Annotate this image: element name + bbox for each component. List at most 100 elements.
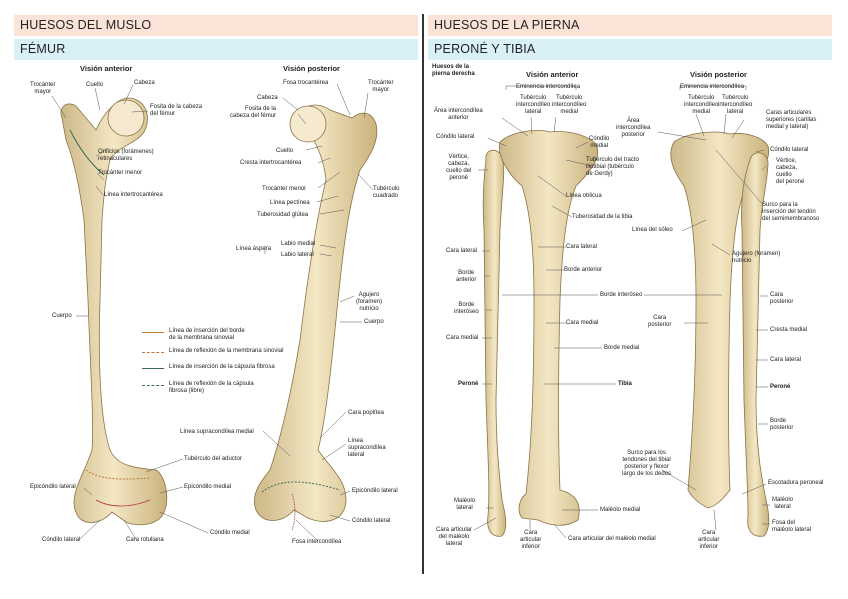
label-lateral-epicondyle-ant: Epicóndilo lateral [30, 484, 76, 490]
femur-posterior-view-title: Visión posterior [283, 64, 340, 73]
label-medial-malleolus-articular-facet: Cara articular del maléolo medial [568, 536, 656, 542]
legend-swatch [142, 352, 164, 353]
label-lateral-condyle-tibia-ant: Cóndilo lateral [436, 134, 475, 140]
label-lateral-lip: Labio lateral [281, 252, 314, 258]
label-inferior-articular-surface-post: Cara articular inferior [698, 530, 720, 550]
legend-item: Línea de reflexión de la membrana sinovi… [142, 348, 283, 376]
label-fibula-apex-head-neck-ant: Vértice, cabeza, cuello del peroné [446, 154, 472, 181]
label-pectineal-line: Línea pectínea [270, 200, 310, 206]
label-medial-malleolus: Maléolo medial [600, 507, 641, 513]
label-intertrochanteric-line: Línea intertrocantérea [104, 192, 163, 198]
legend-label: Línea de reflexión de la membrana sinovi… [169, 348, 284, 354]
label-posterior-intercondylar-area: Área intercondílea posterior [616, 118, 651, 138]
label-nutrient-foramen-femur: Agujero (foramen) nutricio [356, 292, 383, 312]
label-gluteal-tuberosity: Tuberosidad glútea [257, 212, 309, 218]
label-tendon-groove: Surco para los tendones del tibial poste… [622, 450, 672, 477]
label-fibular-notch: Escotadura peroneal [768, 480, 824, 486]
fibula-tibia-subheader: PERONÉ Y TIBIA [428, 39, 832, 60]
tibia-posterior-drawing [670, 131, 770, 509]
label-lateral-condyle-ant: Cóndilo lateral [42, 537, 81, 543]
leg-bones-header: HUESOS DE LA PIERNA [428, 15, 832, 36]
label-interosseous-border: Borde interóseo [600, 292, 643, 298]
label-neck-post: Cuello [276, 148, 294, 154]
label-lesser-trochanter-ant: Trocánter menor [98, 170, 143, 176]
label-lesser-trochanter-post: Trocánter menor [262, 186, 307, 192]
panel-divider [422, 14, 424, 574]
label-quadrate-tubercle: Tubérculo cuadrado [373, 186, 400, 199]
label-shaft-post: Cuerpo [364, 319, 384, 325]
label-tibia-lateral-surface: Cara lateral [566, 244, 598, 250]
label-intercondylar-fossa: Fosa intercondílea [292, 539, 342, 545]
fibula-posterior-drawing [741, 152, 770, 537]
label-head-post: Cabeza [257, 95, 278, 101]
label-oblique-line: Línea oblicua [566, 193, 602, 199]
label-intertrochanteric-crest: Cresta intertrocantérea [240, 160, 302, 166]
label-greater-trochanter-ant: Trocánter mayor [30, 82, 56, 95]
label-inferior-articular-surface-ant: Cara articular inferior [520, 530, 542, 550]
label-nutrient-foramen-tibia: Agujero (foramen) nutricio [732, 251, 781, 264]
label-medial-condyle-tibia-ant: Cóndilo medial [589, 136, 610, 149]
label-tibia-posterior-surface: Cara posterior [648, 315, 672, 328]
label-lateral-malleolar-fossa: Fosa del maléolo lateral [772, 520, 812, 533]
label-lateral-intercondylar-tubercle-post: Tubérculo intercondíleo lateral [718, 95, 753, 115]
label-tibia: Tibia [618, 381, 632, 387]
line-legend: Línea de inserción del borde de la membr… [142, 328, 292, 398]
label-superior-articular-surfaces: Caras articulares superiores (carillas m… [766, 110, 817, 130]
label-lateral-condyle-post: Cóndilo lateral [770, 147, 809, 153]
label-lateral-epicondyle-post: Epicóndilo lateral [352, 488, 398, 494]
label-medial-supracondylar-line: Línea supracondílea medial [180, 429, 254, 435]
label-greater-trochanter-post: Trocánter mayor [368, 80, 394, 93]
label-posterior-border: Borde posterior [770, 418, 794, 431]
label-lateral-supracondylar-line: Línea supracondílea lateral [348, 438, 386, 458]
label-gerdy-tubercle: Tubérculo del tracto iliotibial (tubércu… [586, 157, 639, 177]
femur-illustration [51, 83, 378, 542]
label-fibula-lateral-surface-post: Cara lateral [770, 357, 802, 363]
label-medial-border: Borde medial [604, 345, 640, 351]
legend-swatch [142, 368, 164, 369]
label-shaft-ant: Cuerpo [52, 313, 72, 319]
label-medial-intercondylar-tubercle-ant: Tubérculo intercondíleo medial [552, 95, 587, 115]
femur-subheader: FÉMUR [14, 39, 418, 60]
label-fibula-ant: Peroné [458, 381, 479, 387]
label-intercondylar-eminence-post: Eminencia intercondílea [680, 84, 745, 90]
label-lateral-condyle-post: Cóndilo lateral [352, 518, 391, 524]
label-trochanteric-fossa: Fosa trocantérea [283, 80, 329, 86]
label-fibula-post: Peroné [770, 384, 791, 390]
label-adductor-tubercle: Tubérculo del aductor [184, 456, 242, 462]
leg-posterior-view-title: Visión posterior [690, 70, 747, 79]
label-popliteal-surface: Cara poplítea [348, 410, 385, 416]
legend-swatch [142, 385, 164, 386]
label-lateral-intercondylar-tubercle-ant: Tubérculo intercondíleo lateral [516, 95, 551, 115]
label-patellar-surface: Cara rotuliana [126, 537, 164, 543]
label-fibula-apex-head-neck-post: Vértice, cabeza, cuello del peroné [776, 158, 805, 185]
label-lateral-malleolus-post: Maléolo lateral [772, 497, 794, 510]
label-fibula-posterior-surface: Cara posterior [770, 292, 794, 305]
label-soleal-line: Línea del sóleo [632, 227, 673, 233]
label-retinacular-foramina: Orificios (forámenes) retinaculares [98, 149, 154, 162]
label-tibia-anterior-border: Borde anterior [564, 267, 603, 273]
legend-label: Línea de inserción de la cápsula fibrosa [169, 364, 275, 370]
legend-label: Línea de inserción del borde de la membr… [169, 328, 245, 341]
label-fovea-post: Fosita de la cabeza del fémur [230, 106, 277, 119]
thigh-bones-header: HUESOS DEL MUSLO [14, 15, 418, 36]
right-leg-bones-label: Huesos de la pierna derecha [432, 64, 475, 77]
label-tibia-medial-surface: Cara medial [566, 320, 599, 326]
label-neck-ant: Cuello [86, 82, 104, 88]
legend-item: Línea de reflexión de la cápsula fibrosa… [142, 381, 254, 409]
label-fibula-lateral-surface: Cara lateral [446, 248, 478, 254]
legend-swatch [142, 332, 164, 333]
label-medial-intercondylar-tubercle-post: Tubérculo intercondíleo medial [684, 95, 719, 115]
leg-bones-illustration [473, 85, 770, 539]
femur-anterior-drawing [60, 97, 168, 526]
legend-label: Línea de reflexión de la cápsula fibrosa… [169, 381, 254, 394]
fibula-anterior-drawing [482, 149, 507, 537]
label-semimembranosus-groove: Surco para la inserción del tendón del s… [762, 202, 820, 222]
label-fibula-medial-surface: Cara medial [446, 335, 479, 341]
label-medial-lip: Labio medial [281, 241, 316, 247]
label-medial-condyle-ant: Cóndilo medial [210, 530, 250, 536]
label-tibial-tuberosity: Tuberosidad de la tibia [572, 214, 633, 220]
label-fibula-interosseous-border: Borde interóseo [454, 302, 479, 315]
legend-item: Línea de inserción de la cápsula fibrosa [142, 364, 275, 392]
label-lateral-malleolus-articular-facet: Cara articular del maléolo lateral [436, 527, 473, 547]
label-head-ant: Cabeza [134, 80, 155, 86]
